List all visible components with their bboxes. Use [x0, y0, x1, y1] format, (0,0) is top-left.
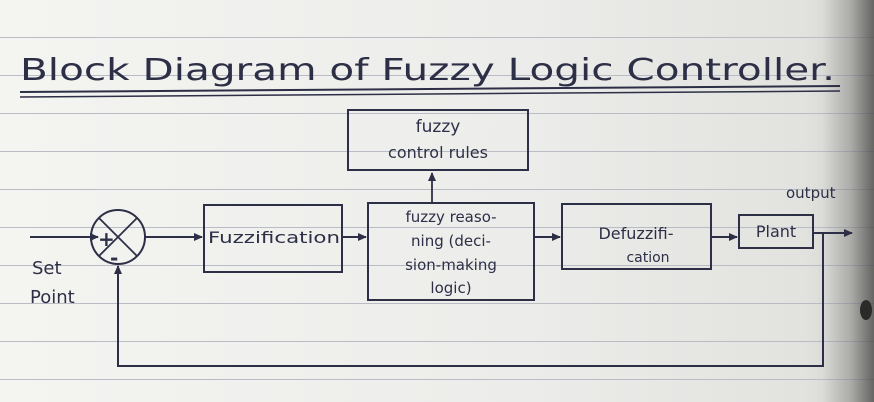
fuzzy-control-rules-block — [347, 109, 529, 171]
fuzzification-label: Fuzzification — [208, 228, 340, 247]
reasoning-label-line2: ning (deci- — [411, 232, 491, 250]
fuzzification-block — [203, 204, 343, 273]
binder-hole — [860, 300, 872, 320]
rules-label-line2: control rules — [388, 143, 488, 162]
reasoning-label-line4: logic) — [430, 279, 471, 297]
reasoning-label-line3: sion-making — [405, 256, 497, 274]
plant-block — [738, 214, 814, 249]
page-fold-shadow — [822, 0, 874, 402]
feedback-path — [114, 233, 824, 367]
plant-label: Plant — [756, 222, 796, 241]
summing-minus-sign: - — [110, 246, 118, 270]
output-label: output — [786, 184, 836, 202]
set-point-label-line2: Point — [30, 287, 75, 308]
defuzzification-label-line2: cation — [626, 250, 669, 266]
title-underline-2 — [19, 90, 841, 98]
rules-label-line1: fuzzy — [416, 117, 461, 137]
set-point-label-line1: Set — [32, 258, 62, 279]
defuzzification-label-line1: Defuzzifi- — [598, 224, 673, 243]
reasoning-label-line1: fuzzy reaso- — [405, 208, 496, 226]
page-title: Block Diagram of Fuzzy Logic Controller. — [20, 53, 835, 88]
summing-plus-sign: + — [98, 227, 115, 251]
fuzzy-reasoning-block — [367, 202, 535, 301]
title-underline-1 — [19, 85, 841, 93]
